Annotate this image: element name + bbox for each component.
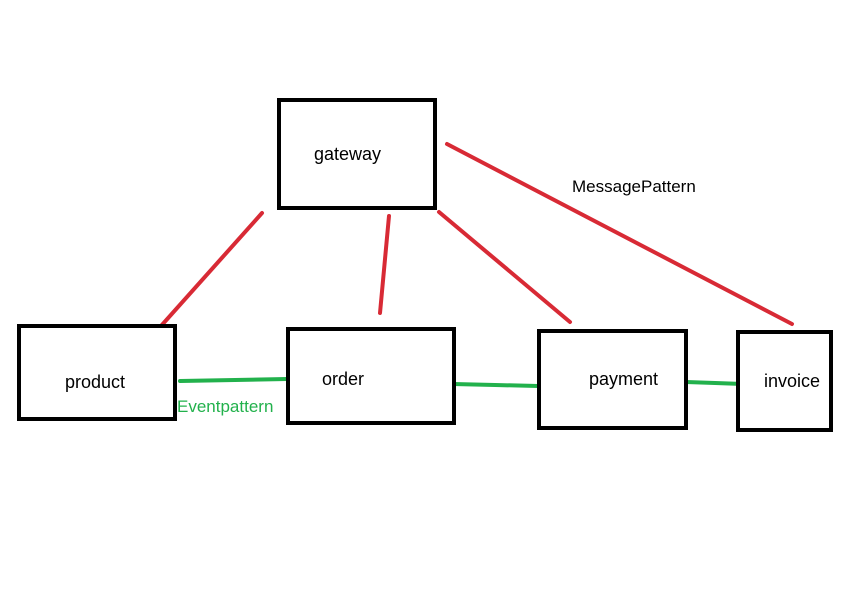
edge-order-payment	[451, 382, 540, 388]
node-gateway: gateway	[277, 98, 437, 210]
payment-label: payment	[589, 369, 658, 389]
edge-gateway-product	[159, 211, 264, 328]
edge-payment-invoice	[684, 380, 745, 386]
product-label: product	[65, 372, 125, 392]
edge-product-order	[178, 377, 289, 383]
message-pattern-label: MessagePattern	[572, 177, 696, 196]
invoice-box	[736, 330, 833, 432]
edge-gateway-invoice	[445, 142, 794, 326]
node-invoice: invoice	[736, 330, 833, 432]
gateway-box	[277, 98, 437, 210]
product-box	[17, 324, 177, 421]
node-product: product	[17, 324, 177, 421]
order-label: order	[322, 369, 364, 389]
payment-box	[537, 329, 688, 430]
event-pattern-label: Eventpattern	[177, 397, 273, 416]
node-payment: payment	[537, 329, 688, 430]
edge-gateway-payment	[437, 210, 572, 324]
invoice-label: invoice	[764, 371, 820, 391]
edge-gateway-order	[378, 214, 391, 315]
gateway-label: gateway	[314, 144, 381, 164]
node-order: order	[286, 327, 456, 425]
order-box	[286, 327, 456, 425]
